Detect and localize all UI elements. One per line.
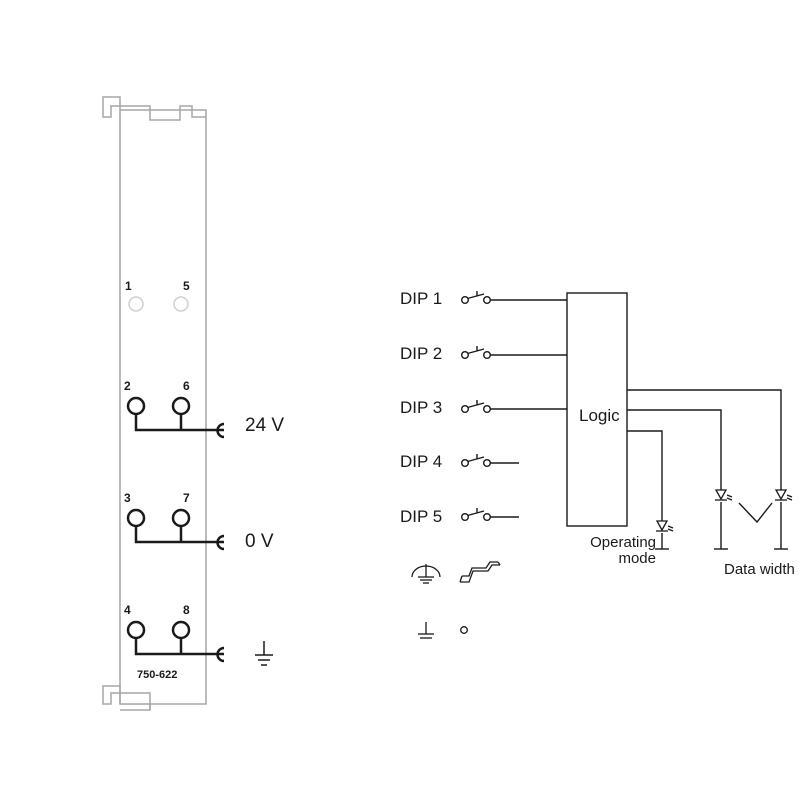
ground-icon: [255, 641, 273, 666]
dip-label-3: DIP 3: [400, 398, 442, 417]
terminal-point-icon: [460, 626, 468, 634]
dip-label-5: DIP 5: [400, 507, 442, 526]
protective-earth-icon: [411, 564, 441, 584]
supply-24v-label: 24 V: [245, 415, 284, 436]
pin-label-1: 1: [125, 279, 132, 293]
supply-0v-label: 0 V: [245, 531, 274, 552]
terminal-group-24v: [126, 396, 225, 439]
ground-icon: [418, 622, 434, 639]
dip-label-2: DIP 2: [400, 344, 442, 363]
switch-icon: [461, 346, 567, 360]
led-5-indicator: [173, 296, 189, 312]
operating-mode-label-line2: mode: [618, 550, 656, 567]
dip-label-1: DIP 1: [400, 289, 442, 308]
led-icon: [774, 489, 793, 501]
module-model-label: 750-622: [137, 669, 177, 681]
pin-label-8: 8: [183, 603, 190, 617]
dip-label-4: DIP 4: [400, 452, 442, 471]
switch-icon: [461, 508, 519, 522]
operating-mode-label-line1: Operating: [590, 534, 656, 551]
pin-label-3: 3: [124, 491, 131, 505]
terminal-group-0v: [126, 508, 225, 551]
led-icon: [655, 520, 674, 532]
logic-label: Logic: [579, 406, 620, 425]
pin-label-7: 7: [183, 491, 190, 505]
din-rail-icon: [459, 561, 501, 583]
pin-label-6: 6: [183, 379, 190, 393]
pin-label-2: 2: [124, 379, 131, 393]
led-1-indicator: [128, 296, 144, 312]
module-housing: [102, 96, 207, 711]
pin-label-5: 5: [183, 279, 190, 293]
switch-icon: [461, 400, 567, 414]
terminal-group-ground: [126, 620, 225, 663]
pin-label-4: 4: [124, 603, 131, 617]
switch-icon: [461, 291, 567, 305]
logic-output-lines: [627, 389, 788, 550]
switch-icon: [461, 454, 519, 468]
led-icon: [714, 489, 733, 501]
data-width-label: Data width: [724, 561, 795, 578]
